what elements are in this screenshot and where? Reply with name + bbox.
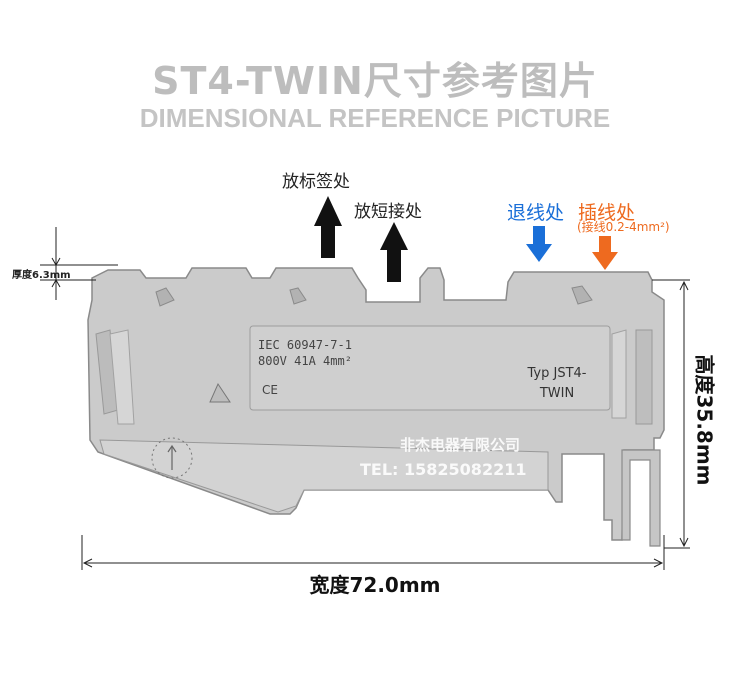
warning-triangle xyxy=(209,382,231,403)
height-dimension xyxy=(652,279,690,549)
lower-ridge xyxy=(99,439,549,513)
wire-gauge-symbol xyxy=(151,437,193,479)
mounting-foot xyxy=(621,449,661,547)
page-title: ST4-TWIN尺寸参考图片 xyxy=(152,59,598,103)
clamp-slot xyxy=(289,287,307,305)
arrow-down-icon xyxy=(592,236,618,270)
type-name: TWIN xyxy=(539,386,575,401)
watermark-tel: TEL: 15825082211 xyxy=(360,460,527,479)
watermark-company: 非杰电器有限公司 xyxy=(400,436,521,454)
arrow-up-icon xyxy=(380,222,408,282)
release-annotation: 退线处 xyxy=(507,202,565,224)
rating-text: 800V 41A 4mm² xyxy=(258,354,352,368)
thickness-label: 厚度6.3mm xyxy=(12,270,71,281)
clamp-slot xyxy=(571,285,593,305)
right-groove xyxy=(611,329,627,419)
arrow-down-icon xyxy=(526,226,552,262)
width-label: 宽度72.0mm xyxy=(309,573,441,597)
wire-range-annotation: (接线0.2-4mm²) xyxy=(577,220,670,234)
height-label: 高度35.8mm xyxy=(692,354,717,486)
type-label: Typ JST4- xyxy=(527,366,587,381)
right-groove xyxy=(635,329,653,425)
clamp-slot xyxy=(155,287,175,307)
width-dimension xyxy=(81,535,665,570)
insert-annotation: 插线处 xyxy=(578,202,636,224)
nameplate-area xyxy=(249,325,611,411)
standard-text: IEC 60947-7-1 xyxy=(258,338,352,352)
arrow-up-icon xyxy=(314,196,342,258)
page-subtitle: DIMENSIONAL REFERENCE PICTURE xyxy=(139,103,611,133)
left-groove xyxy=(109,329,135,425)
ce-mark: CE xyxy=(262,383,278,397)
height-label-wrap: 高度35.8mm xyxy=(686,300,726,540)
thickness-dimension xyxy=(40,227,118,300)
short-circuit-annotation: 放短接处 xyxy=(354,202,422,222)
label-marker-annotation: 放标签处 xyxy=(282,172,350,192)
